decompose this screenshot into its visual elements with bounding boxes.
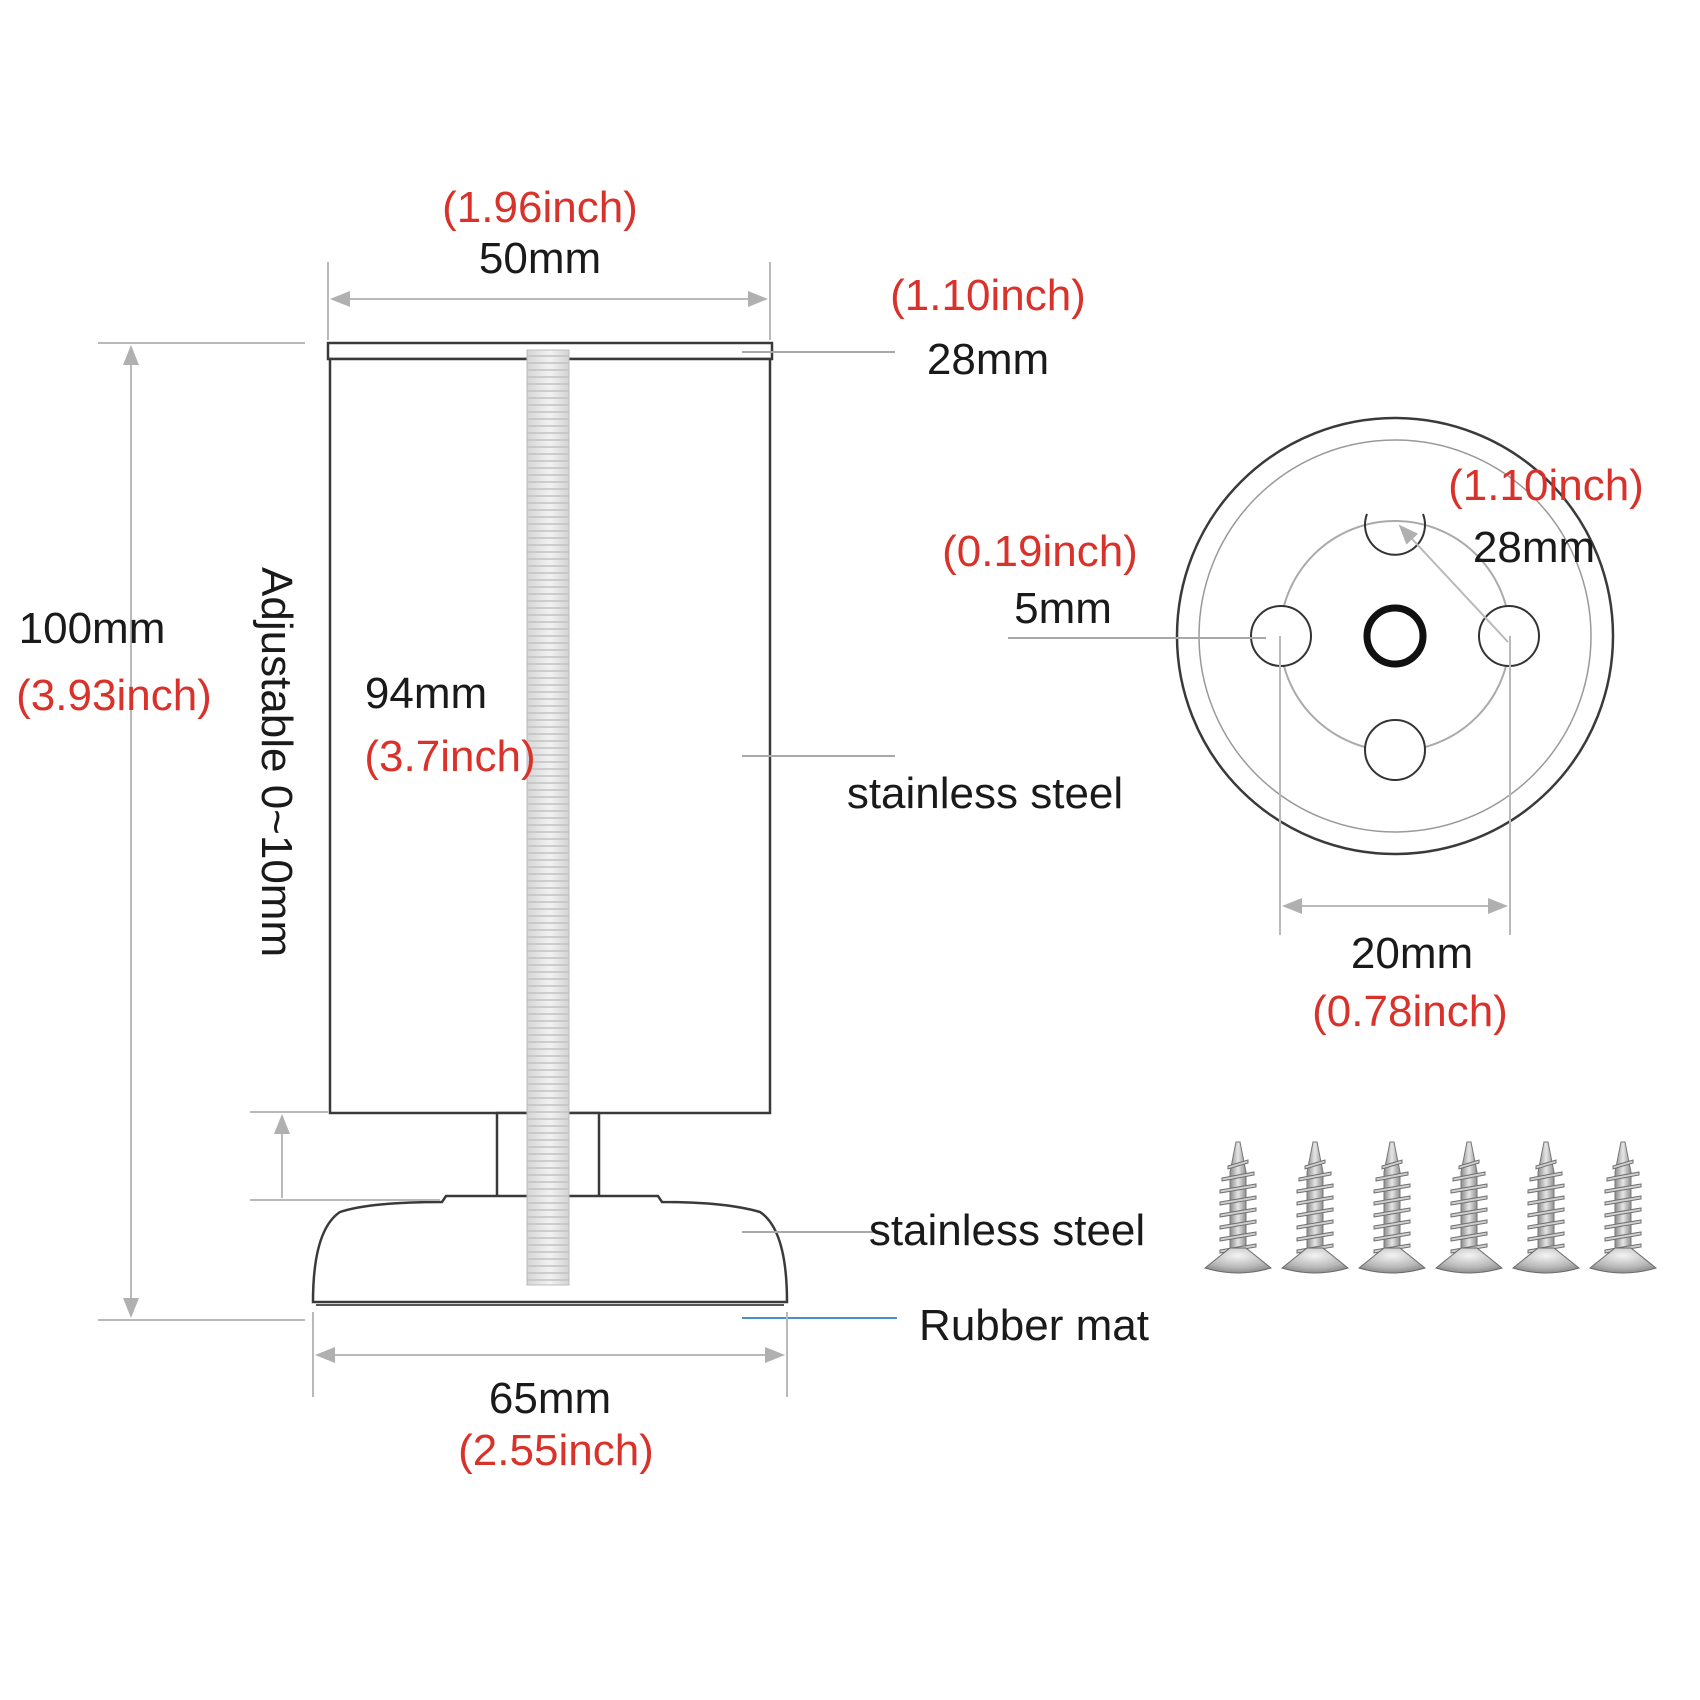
body-height-inch: (3.7inch) [364,732,535,781]
top-plate-inch: (1.10inch) [890,271,1086,320]
dim-total-height: 100mm (3.93inch) [16,342,305,1321]
screw-icon [1588,1141,1658,1274]
screw-hole-inch: (0.19inch) [942,527,1138,576]
body-height-mm: 94mm [365,669,487,718]
leader-rubber-mat: Rubber mat [742,1301,1149,1350]
center-hole [1363,604,1427,668]
total-height-inch: (3.93inch) [16,671,212,720]
leg-side-view [311,341,789,1306]
base-width-mm: 65mm [489,1374,611,1423]
leader-screw-hole: (0.19inch) 5mm [942,527,1266,639]
threaded-rod [526,349,570,1286]
dim-base-width: 65mm (2.55inch) [312,1312,788,1475]
screw-set [1203,1141,1658,1274]
screw-hole-top [1364,513,1426,556]
screw-icon [1203,1141,1273,1274]
base-width-inch: (2.55inch) [458,1426,654,1475]
dim-top-width: (1.96inch) 50mm [327,183,771,340]
plate-inner-ring [1198,439,1592,833]
leader-base-material: stainless steel [742,1206,1145,1255]
hole-radius-mm: 28mm [1473,523,1595,572]
body-material-label: stainless steel [847,769,1123,818]
screw-hole-bottom [1364,719,1426,781]
screw-icon [1280,1141,1350,1274]
top-width-inch: (1.96inch) [442,183,638,232]
hole-spacing-inch: (0.78inch) [1312,987,1508,1036]
hole-spacing-mm: 20mm [1351,929,1473,978]
leader-top-plate: (1.10inch) 28mm [742,271,1086,384]
total-height-mm: 100mm [19,604,166,653]
dim-adjustment-gap [250,1111,440,1201]
dim-hole-spacing: 20mm (0.78inch) [1279,636,1511,1036]
adjustable-range: Adjustable 0~10mm [252,567,301,957]
leader-body-material: stainless steel [742,755,1123,818]
top-plate-mm: 28mm [927,335,1049,384]
plate-top-view [1175,416,1615,856]
screw-icon [1434,1141,1504,1274]
hole-radius-inch: (1.10inch) [1448,461,1644,510]
base-material-label: stainless steel [869,1206,1145,1255]
screw-hole-mm: 5mm [1014,584,1112,633]
screw-icon [1511,1141,1581,1274]
screw-icon [1357,1141,1427,1274]
rubber-mat-label: Rubber mat [919,1301,1149,1350]
top-width-mm: 50mm [479,234,601,283]
